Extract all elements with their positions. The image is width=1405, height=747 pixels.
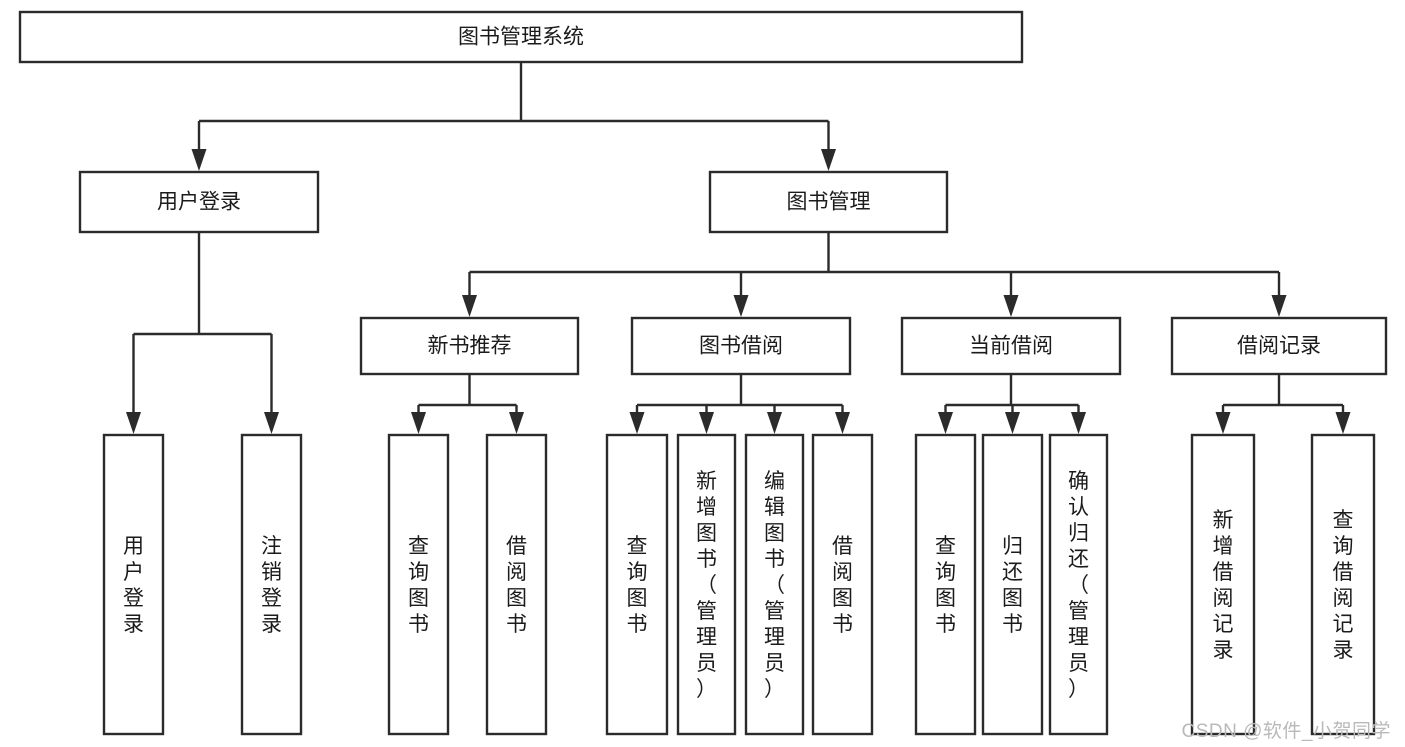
node-leaf-query-book-current[interactable]: 查询图书 — [914, 433, 977, 736]
node-label-current-borrow: 当前借阅 — [969, 335, 1053, 358]
node-leaf-confirm-return-admin[interactable]: 确认归还（管理员） — [1048, 433, 1109, 736]
node-box-leaf-query-book-rec[interactable] — [387, 433, 450, 736]
node-borrow-record[interactable]: 借阅记录 — [1170, 316, 1388, 376]
node-label-root: 图书管理系统 — [458, 26, 584, 49]
node-label-leaf-logout-login: 注销登录 — [261, 535, 282, 636]
node-label-user-login: 用户登录 — [157, 191, 241, 214]
node-layer: 图书管理系统用户登录图书管理新书推荐图书借阅当前借阅借阅记录用户登录注销登录查询… — [18, 10, 1388, 736]
arrow-head-icon — [938, 412, 953, 434]
node-leaf-query-book-borrow[interactable]: 查询图书 — [605, 433, 669, 736]
connector-layer — [126, 62, 1351, 434]
node-leaf-borrow-book-rec[interactable]: 借阅图书 — [485, 433, 548, 736]
node-box-leaf-add-borrow-record[interactable] — [1190, 433, 1256, 736]
arrow-head-icon — [821, 149, 836, 171]
node-leaf-edit-book-admin[interactable]: 编辑图书（管理员） — [744, 433, 805, 736]
arrow-head-icon — [1215, 412, 1231, 434]
node-label-leaf-borrow-book-rec: 借阅图书 — [506, 535, 527, 636]
node-label-leaf-add-book-admin: 新增图书（管理员） — [696, 470, 717, 701]
node-book-borrow[interactable]: 图书借阅 — [630, 316, 852, 376]
arrow-head-icon — [733, 295, 749, 317]
node-box-leaf-logout-login[interactable] — [240, 433, 303, 736]
node-user-login[interactable]: 用户登录 — [78, 170, 320, 234]
arrow-head-icon — [509, 412, 524, 434]
node-leaf-borrow-book[interactable]: 借阅图书 — [811, 433, 874, 736]
node-box-leaf-borrow-book[interactable] — [811, 433, 874, 736]
node-box-current-borrow[interactable] — [900, 316, 1122, 376]
node-box-leaf-borrow-book-rec[interactable] — [485, 433, 548, 736]
node-leaf-query-book-rec[interactable]: 查询图书 — [387, 433, 450, 736]
connector-group-book-borrow — [629, 374, 850, 434]
node-label-book-borrow: 图书借阅 — [699, 335, 783, 358]
node-box-book-borrow[interactable] — [630, 316, 852, 376]
node-leaf-logout-login[interactable]: 注销登录 — [240, 433, 303, 736]
arrow-head-icon — [1071, 412, 1086, 434]
node-leaf-user-login[interactable]: 用户登录 — [102, 433, 165, 736]
arrow-head-icon — [835, 412, 850, 434]
node-label-leaf-add-borrow-record: 新增借阅记录 — [1213, 509, 1234, 662]
node-current-borrow[interactable]: 当前借阅 — [900, 316, 1122, 376]
arrow-head-icon — [629, 412, 645, 434]
node-box-leaf-user-login[interactable] — [102, 433, 165, 736]
node-leaf-add-borrow-record[interactable]: 新增借阅记录 — [1190, 433, 1256, 736]
arrow-head-icon — [126, 412, 141, 434]
node-root[interactable]: 图书管理系统 — [18, 10, 1024, 64]
arrow-head-icon — [767, 412, 782, 434]
arrow-head-icon — [264, 412, 279, 434]
connector-group-root — [191, 62, 836, 171]
arrow-head-icon — [1271, 295, 1287, 317]
arrow-head-icon — [462, 295, 477, 317]
node-box-leaf-query-borrow-record[interactable] — [1310, 433, 1376, 736]
node-box-leaf-query-book-current[interactable] — [914, 433, 977, 736]
arrow-head-icon — [1335, 412, 1351, 434]
node-box-new-book-recommend[interactable] — [359, 316, 580, 376]
connector-group-user-login — [126, 232, 279, 434]
node-leaf-add-book-admin[interactable]: 新增图书（管理员） — [676, 433, 737, 736]
node-new-book-recommend[interactable]: 新书推荐 — [359, 316, 580, 376]
node-label-leaf-query-book-rec: 查询图书 — [408, 535, 429, 636]
node-label-leaf-query-book-borrow: 查询图书 — [627, 535, 648, 636]
node-label-leaf-query-book-current: 查询图书 — [935, 535, 956, 636]
arrow-head-icon — [191, 149, 207, 171]
node-label-leaf-return-book: 归还图书 — [1002, 535, 1023, 636]
node-label-new-book-recommend: 新书推荐 — [428, 335, 512, 358]
node-box-leaf-add-book-admin[interactable] — [676, 433, 737, 736]
connector-group-new-book-recommend — [411, 374, 524, 434]
arrow-head-icon — [1003, 295, 1019, 317]
node-label-book-management: 图书管理 — [787, 191, 871, 214]
node-label-borrow-record: 借阅记录 — [1237, 335, 1321, 358]
node-leaf-return-book[interactable]: 归还图书 — [981, 433, 1044, 736]
node-label-leaf-confirm-return-admin: 确认归还（管理员） — [1068, 470, 1089, 701]
arrow-head-icon — [411, 412, 426, 434]
node-box-leaf-edit-book-admin[interactable] — [744, 433, 805, 736]
connector-group-book-management — [462, 232, 1287, 317]
arrow-head-icon — [699, 412, 714, 434]
node-box-leaf-query-book-borrow[interactable] — [605, 433, 669, 736]
arrow-head-icon — [1005, 412, 1020, 434]
node-box-leaf-confirm-return-admin[interactable] — [1048, 433, 1109, 736]
node-box-borrow-record[interactable] — [1170, 316, 1388, 376]
node-leaf-query-borrow-record[interactable]: 查询借阅记录 — [1310, 433, 1376, 736]
node-book-management[interactable]: 图书管理 — [708, 170, 949, 234]
node-box-leaf-return-book[interactable] — [981, 433, 1044, 736]
node-label-leaf-query-borrow-record: 查询借阅记录 — [1333, 509, 1354, 662]
node-label-leaf-borrow-book: 借阅图书 — [832, 535, 853, 636]
node-box-root[interactable] — [18, 10, 1024, 64]
node-label-leaf-user-login: 用户登录 — [123, 535, 144, 636]
node-box-user-login[interactable] — [78, 170, 320, 234]
node-label-leaf-edit-book-admin: 编辑图书（管理员） — [764, 470, 785, 701]
node-box-book-management[interactable] — [708, 170, 949, 234]
connector-group-borrow-record — [1215, 374, 1351, 434]
connector-group-current-borrow — [938, 374, 1086, 434]
watermark-label: CSDN @软件_小贺同学 — [1181, 721, 1391, 742]
